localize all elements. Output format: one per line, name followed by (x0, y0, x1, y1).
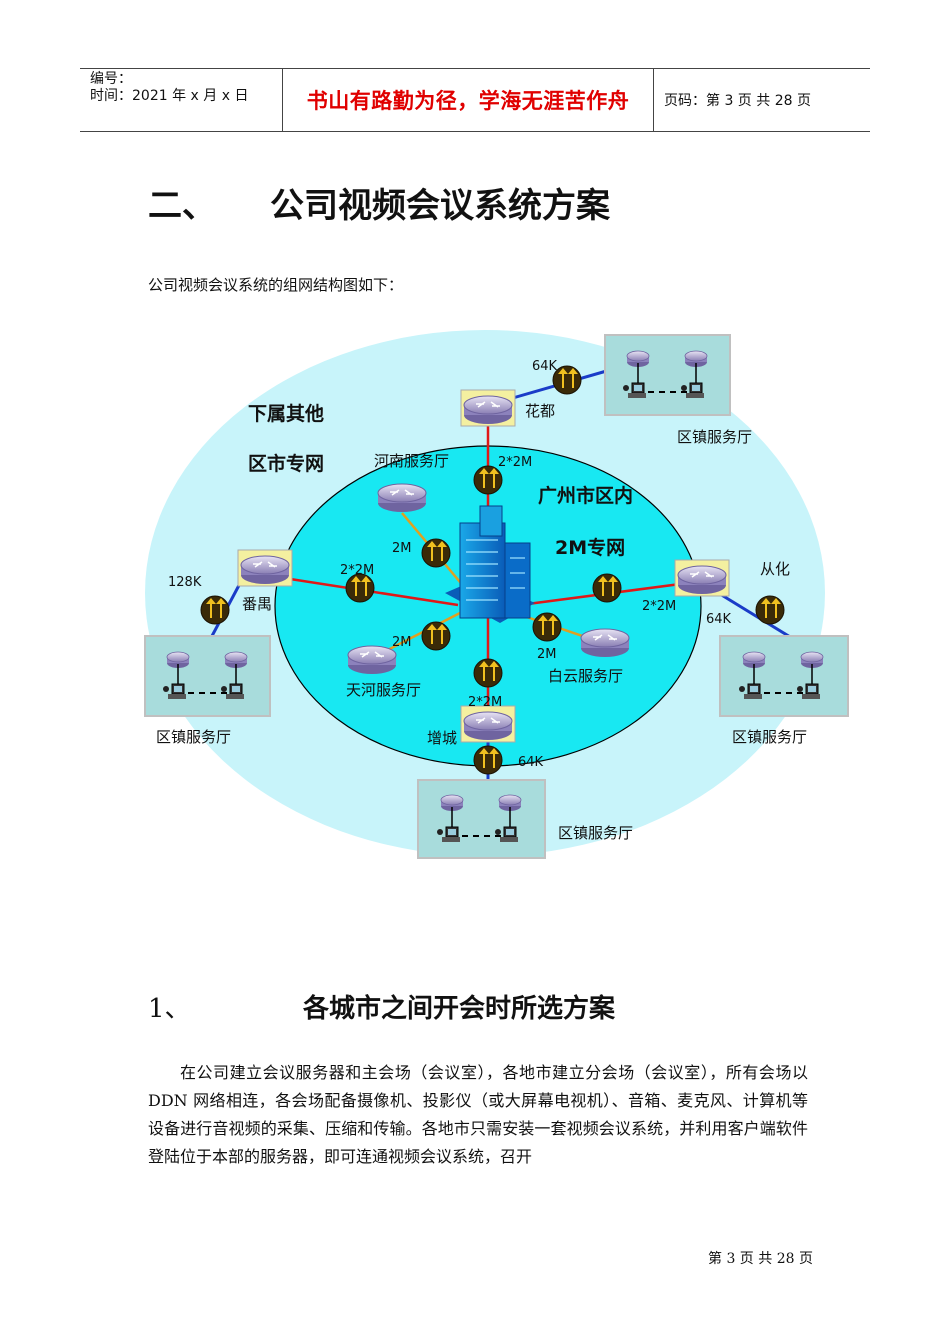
inner-label-line1: 广州市区内 (538, 484, 633, 507)
headquarters-building (445, 505, 535, 623)
link-label-conghua-2x2m: 2*2M (642, 599, 676, 614)
link-label-panyu-2x2m: 2*2M (340, 563, 374, 578)
body-paragraph: 在公司建立会议服务器和主会场（会议室），各地市建立分会场（会议室），所有会场以 … (148, 1063, 808, 1166)
branch-box-left (144, 635, 271, 717)
subsection-heading: 1、 各城市之间开会时所选方案 (148, 988, 615, 1025)
time-label: 时间：2021 年 x 月 x 日 (90, 88, 249, 104)
node-label-zengcheng: 增城 (427, 729, 457, 747)
section-heading: 二、 公司视频会议系统方案 (148, 178, 610, 227)
link-label-zengcheng-64k: 64K (518, 755, 544, 770)
link-label-panyu-128k: 128K (168, 575, 202, 590)
branch-box-top-right (604, 334, 731, 416)
router-baiyun (580, 628, 630, 658)
header-motto: 书山有路勤为径，学海无涯苦作舟 (282, 69, 654, 131)
subsection-number: 1、 (148, 994, 191, 1024)
outer-label-line2: 区市专网 (248, 452, 324, 475)
link-label-baiyun-2m: 2M (537, 647, 557, 662)
node-label-conghua: 从化 (760, 560, 790, 578)
serial-label: 编号： (90, 71, 132, 87)
branch-box-right (719, 635, 849, 717)
link-label-henan-2m: 2M (392, 541, 412, 556)
link-label-huadu-64k: 64K (532, 359, 558, 374)
node-label-henan: 河南服务厅 (374, 452, 449, 470)
node-label-tianhe: 天河服务厅 (346, 681, 421, 699)
header-table: 编号： 时间：2021 年 x 月 x 日 书山有路勤为径，学海无涯苦作舟 页码… (80, 68, 870, 132)
network-diagram: 下属其他 区市专网 广州市区内 2M专网 花都 番禺 从化 增城 河南服务厅 天… (144, 330, 849, 859)
page-footer: 第 3 页 共 28 页 (708, 1251, 813, 1267)
router-panyu (237, 549, 293, 587)
router-huadu (460, 389, 516, 427)
link-label-tianhe-2m: 2M (392, 635, 412, 650)
outer-label-line1: 下属其他 (248, 402, 324, 425)
header-meta: 编号： 时间：2021 年 x 月 x 日 (80, 69, 282, 131)
router-henan (377, 483, 427, 513)
branch-label-top-right: 区镇服务厅 (677, 428, 752, 446)
inner-label-line2: 2M专网 (555, 536, 625, 559)
branch-box-bottom (417, 779, 546, 859)
link-label-zengcheng-2x2m: 2*2M (468, 695, 502, 710)
node-label-panyu: 番禺 (242, 595, 272, 613)
branch-label-bottom: 区镇服务厅 (558, 824, 633, 842)
section-title: 公司视频会议系统方案 (270, 186, 610, 226)
link-label-conghua-64k: 64K (706, 612, 732, 627)
header-page-info: 页码：第 3 页 共 28 页 (664, 93, 811, 109)
link-label-huadu-2x2m: 2*2M (498, 455, 532, 470)
router-zengcheng (460, 705, 516, 743)
subsection-title: 各城市之间开会时所选方案 (303, 994, 616, 1024)
branch-label-left: 区镇服务厅 (156, 728, 231, 746)
section-number: 二、 (148, 186, 216, 226)
node-label-baiyun: 白云服务厅 (548, 667, 623, 685)
router-conghua (674, 559, 730, 597)
branch-label-right: 区镇服务厅 (732, 728, 807, 746)
router-tianhe (347, 645, 397, 675)
node-label-huadu: 花都 (525, 402, 555, 420)
diagram-intro: 公司视频会议系统的组网结构图如下： (148, 276, 404, 294)
